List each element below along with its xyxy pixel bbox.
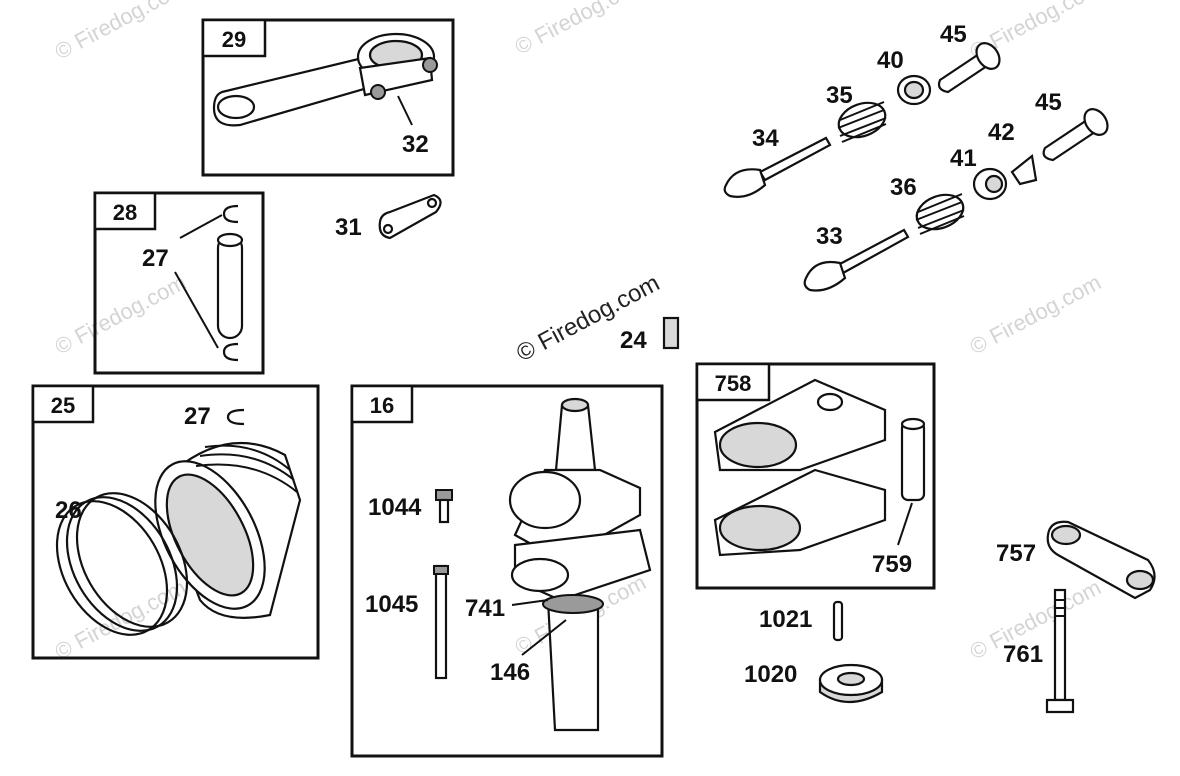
box-number: 29: [222, 27, 246, 52]
box-frame: [350, 384, 664, 758]
crankshaft-bolt-icon: [435, 489, 453, 524]
intake-valve-icon: [803, 228, 910, 292]
piston-icon: [154, 441, 302, 619]
connecting-rod-icon: [212, 32, 438, 127]
watermark-text: © Firedog.com: [966, 269, 1105, 359]
spring-retainer-icon: [972, 167, 1008, 201]
callout-40: 40: [877, 47, 904, 74]
piston-pin-icon: [216, 232, 244, 340]
box-28: 28 27: [93, 191, 265, 375]
flywheel-key-icon: [662, 316, 680, 350]
pin-icon: [832, 600, 844, 642]
retaining-ring-icon: [222, 204, 239, 224]
box-number: 25: [51, 393, 75, 418]
sump-bearing-icon: [713, 378, 887, 557]
callout-757: 757: [996, 540, 1036, 567]
callout-1020: 1020: [744, 661, 797, 688]
callout-45: 45: [1035, 89, 1062, 116]
callout-146: 146: [490, 659, 530, 686]
dowel-pin-icon: [900, 417, 926, 502]
box-number: 758: [715, 371, 752, 396]
valve-spring-icon: [915, 193, 965, 235]
box-frame: [201, 18, 455, 177]
stud-bolt-icon: [433, 564, 449, 680]
watermark-text: © Firedog.com: [51, 574, 190, 664]
callout-1045: 1045: [365, 591, 418, 618]
box-number: 16: [370, 393, 394, 418]
callout-32: 32: [402, 131, 429, 158]
valve-tappet-icon: [937, 42, 1001, 94]
box-25: 25 27 26: [31, 384, 320, 660]
box-tag: [695, 362, 771, 402]
callout-759: 759: [872, 551, 912, 578]
box-frame: [695, 362, 936, 590]
exhaust-valve-icon: [723, 136, 832, 198]
box-16: 16 1044 1045 741 146: [350, 384, 664, 758]
box-tag: [201, 18, 267, 58]
callout-41: 41: [950, 145, 977, 172]
box-tag: [31, 384, 95, 424]
piston-rings-icon: [55, 492, 189, 636]
spring-retainer-icon: [896, 74, 932, 106]
box-frame: [31, 384, 320, 660]
box-758: 758 759: [695, 362, 936, 590]
rod-lock-icon: [378, 193, 442, 240]
box-number: 28: [113, 200, 137, 225]
callout-24: 24: [620, 327, 647, 354]
callout-1044: 1044: [368, 494, 422, 521]
box-tag: [350, 384, 414, 424]
callout-26: 26: [55, 497, 82, 524]
retaining-ring-icon: [222, 342, 239, 362]
valve-collet-icon: [1010, 153, 1038, 186]
shoulder-bolt-icon: [1045, 588, 1075, 714]
watermark-text: © Firedog.com: [51, 269, 190, 359]
leader-line: [511, 599, 549, 606]
valve-train: 45 40 35 34 45 42 41: [723, 21, 1109, 292]
valve-tappet-icon: [1042, 108, 1109, 162]
callout-761: 761: [1003, 641, 1043, 668]
watermark-text: © Firedog.com: [511, 0, 650, 59]
callout-33: 33: [816, 223, 843, 250]
callout-27: 27: [142, 245, 169, 272]
crankshaft-icon: [508, 397, 652, 732]
callout-31: 31: [335, 214, 362, 241]
callout-1021: 1021: [759, 606, 812, 633]
callout-741: 741: [465, 595, 505, 622]
callout-27: 27: [184, 403, 211, 430]
callout-45: 45: [940, 21, 967, 48]
leader-line: [174, 271, 219, 349]
retaining-ring-icon: [226, 408, 245, 426]
callout-42: 42: [988, 119, 1015, 146]
leader-line: [897, 502, 913, 546]
valve-spring-icon: [837, 101, 887, 143]
box-frame: [93, 191, 265, 375]
watermark-text: © Firedog.com: [51, 0, 190, 64]
connecting-link-icon: [1046, 520, 1156, 600]
leader-line: [521, 619, 567, 656]
callout-35: 35: [826, 82, 853, 109]
callout-36: 36: [890, 174, 917, 201]
leader-line: [397, 95, 413, 126]
spacer-washer-icon: [818, 663, 884, 703]
box-29: 29 32: [201, 18, 455, 177]
callout-34: 34: [752, 125, 779, 152]
leader-line: [179, 214, 223, 239]
box-tag: [93, 191, 157, 231]
